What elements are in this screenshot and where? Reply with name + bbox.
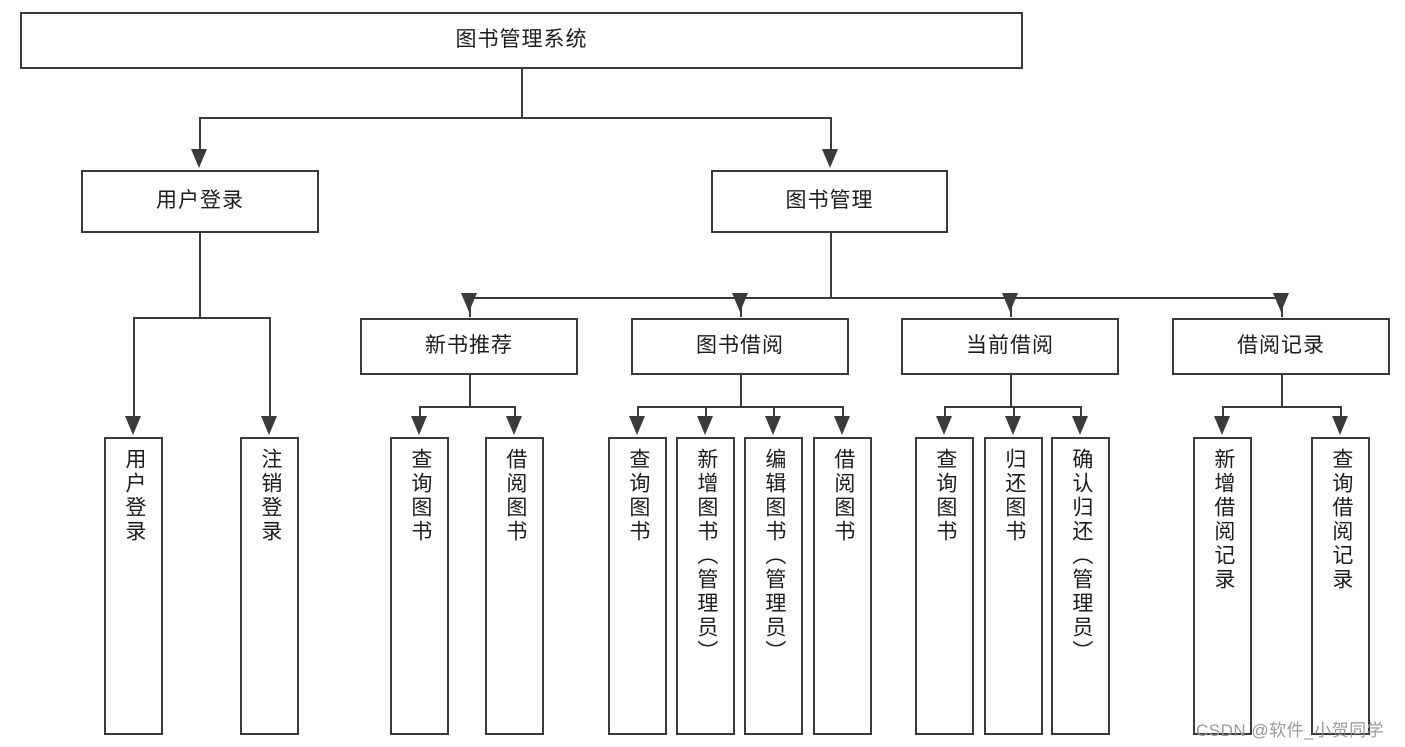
leaf-cb-confirm-return[interactable]: 确认归还（管理员） [1051, 437, 1110, 735]
connector-drop-ul-leaf-1 [133, 317, 135, 418]
leaf-cb-query-book[interactable]: 查询图书 [915, 437, 974, 735]
leaf-br-query-record[interactable]: 查询借阅记录 [1311, 437, 1370, 735]
node-book-manage[interactable]: 图书管理 [711, 170, 948, 233]
connector-drop-cb-1 [944, 406, 946, 418]
connector-drop-cb-3 [1080, 406, 1082, 418]
arrow-bb-1 [629, 416, 645, 435]
leaf-bb-query-book[interactable]: 查询图书 [608, 437, 667, 735]
node-borrow-record[interactable]: 借阅记录 [1172, 318, 1390, 375]
connector-drop-nbr-2 [514, 406, 516, 418]
leaf-bb-borrow-book[interactable]: 借阅图书 [813, 437, 872, 735]
node-label: 借阅记录 [1237, 334, 1325, 358]
connector-nbr-stem [469, 375, 471, 406]
connector-drop-bb-1 [637, 406, 639, 418]
connector-nbr-bus [419, 406, 514, 408]
connector-root-bus [199, 117, 830, 119]
arrow-br-1 [1214, 416, 1230, 435]
connector-drop-bb-2 [705, 406, 707, 418]
node-label: 当前借阅 [966, 334, 1054, 358]
connector-bb-bus [637, 406, 842, 408]
connector-br-stem [1281, 375, 1283, 406]
arrow-user-login [191, 149, 207, 168]
connector-user-login-stem [199, 233, 201, 317]
connector-drop-nbr-1 [419, 406, 421, 418]
node-new-book-recommend[interactable]: 新书推荐 [360, 318, 578, 375]
connector-cb-stem [1010, 375, 1012, 406]
arrow-ul-leaf-2 [261, 416, 277, 435]
node-label: 图书管理系统 [455, 28, 588, 52]
arrow-br-2 [1332, 416, 1348, 435]
leaf-nbr-query-book[interactable]: 查询图书 [390, 437, 449, 735]
connector-drop-ul-leaf-2 [269, 317, 271, 418]
connector-drop-user-login [199, 117, 201, 151]
arrow-bb-4 [834, 416, 850, 435]
leaf-user-login[interactable]: 用户登录 [104, 437, 163, 735]
node-label: 编辑图书（管理员） [762, 448, 786, 664]
node-label: 新增图书（管理员） [694, 448, 718, 664]
node-label: 归还图书 [1002, 448, 1026, 544]
connector-cb-bus [944, 406, 1080, 408]
node-label: 注销登录 [258, 448, 282, 544]
connector-book-manage-stem [830, 233, 832, 297]
arrow-cb-1 [936, 416, 952, 435]
arrow-ul-leaf-1 [125, 416, 141, 435]
connector-drop-bb-3 [773, 406, 775, 418]
arrow-cb-3 [1072, 416, 1088, 435]
node-label: 图书借阅 [696, 334, 784, 358]
node-label: 借阅图书 [503, 448, 527, 544]
leaf-cb-return-book[interactable]: 归还图书 [984, 437, 1043, 735]
connector-user-login-bus [133, 317, 269, 319]
leaf-br-add-record[interactable]: 新增借阅记录 [1193, 437, 1252, 735]
leaf-bb-add-book[interactable]: 新增图书（管理员） [676, 437, 735, 735]
node-label: 用户登录 [156, 189, 244, 213]
connector-root-stem [521, 69, 523, 117]
connector-drop-bb-4 [842, 406, 844, 418]
node-label: 查询图书 [933, 448, 957, 544]
node-user-login[interactable]: 用户登录 [81, 170, 319, 233]
connector-drop-cb-2 [1013, 406, 1015, 418]
connector-drop-br-1 [1222, 406, 1224, 418]
arrow-bb-3 [765, 416, 781, 435]
node-label: 查询图书 [626, 448, 650, 544]
connector-drop-book-manage [830, 117, 832, 151]
connector-drop-br-2 [1340, 406, 1342, 418]
arrow-current-borrow [1002, 293, 1018, 312]
arrow-nbr-2 [506, 416, 522, 435]
leaf-nbr-borrow-book[interactable]: 借阅图书 [485, 437, 544, 735]
leaf-logout[interactable]: 注销登录 [240, 437, 299, 735]
connector-level3-bus [469, 297, 1281, 299]
leaf-bb-edit-book[interactable]: 编辑图书（管理员） [744, 437, 803, 735]
node-book-borrow[interactable]: 图书借阅 [631, 318, 849, 375]
arrow-book-borrow [732, 293, 748, 312]
arrow-new-book [461, 293, 477, 312]
node-current-borrow[interactable]: 当前借阅 [901, 318, 1119, 375]
arrow-nbr-1 [411, 416, 427, 435]
node-label: 确认归还（管理员） [1069, 448, 1093, 664]
node-label: 新书推荐 [425, 334, 513, 358]
node-label: 用户登录 [122, 448, 146, 544]
node-label: 图书管理 [785, 189, 874, 213]
node-label: 查询借阅记录 [1329, 448, 1353, 592]
arrow-bb-2 [697, 416, 713, 435]
node-label: 借阅图书 [831, 448, 855, 544]
connector-bb-stem [740, 375, 742, 406]
connector-br-bus [1222, 406, 1340, 408]
watermark-text: CSDN @软件_小贺同学 [1196, 721, 1385, 740]
arrow-book-manage [822, 149, 838, 168]
arrow-borrow-record [1273, 293, 1289, 312]
node-root-system[interactable]: 图书管理系统 [20, 12, 1023, 69]
arrow-cb-2 [1005, 416, 1021, 435]
node-label: 新增借阅记录 [1211, 448, 1235, 592]
node-label: 查询图书 [408, 448, 432, 544]
